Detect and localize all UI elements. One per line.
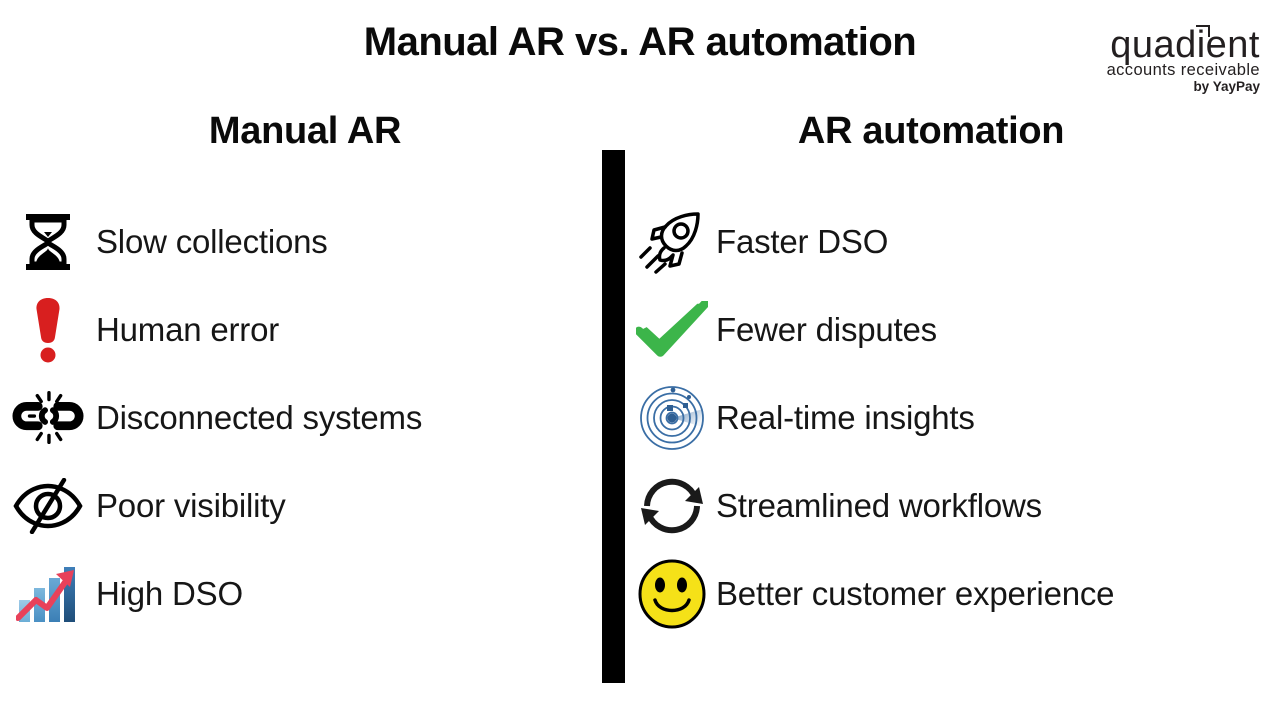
- exclamation-mark-icon: [12, 294, 84, 366]
- broken-chain-icon: [12, 382, 84, 454]
- logo-subtitle: accounts receivable: [1106, 61, 1260, 79]
- list-item-label: Faster DSO: [716, 223, 889, 260]
- list-item: Fewer disputes: [636, 286, 1276, 374]
- list-item-label: Disconnected systems: [96, 399, 423, 436]
- radar-icon: [636, 382, 708, 454]
- list-item: Slow collections: [12, 198, 592, 286]
- list-item: Streamlined workflows: [636, 462, 1276, 550]
- logo-wordmark-text: quadient: [1110, 24, 1260, 66]
- list-item-label: Real-time insights: [716, 399, 975, 436]
- list-item-label: Human error: [96, 311, 280, 348]
- list-item: Disconnected systems: [12, 374, 592, 462]
- list-item-label: Fewer disputes: [716, 311, 937, 348]
- list-item-label: Poor visibility: [96, 487, 286, 524]
- list-item-label: Streamlined workflows: [716, 487, 1042, 524]
- logo-tick-mark-icon: [1196, 25, 1210, 37]
- list-item: Faster DSO: [636, 198, 1276, 286]
- list-item: Real-time insights: [636, 374, 1276, 462]
- list-item: Human error: [12, 286, 592, 374]
- vertical-divider: [602, 150, 625, 683]
- list-item-label: High DSO: [96, 575, 243, 612]
- smiley-face-icon: [636, 558, 708, 630]
- manual-ar-list: Slow collections Human error: [12, 198, 592, 638]
- eye-slash-icon: [12, 470, 84, 542]
- list-item-label: Slow collections: [96, 223, 328, 260]
- column-heading-manual-ar: Manual AR: [208, 110, 402, 152]
- logo-byline: by YayPay: [1193, 78, 1260, 94]
- column-heading-ar-automation: AR automation: [797, 110, 1065, 152]
- quadient-logo: quadient accounts receivable by YayPay: [1050, 24, 1260, 94]
- page-title: Manual AR vs. AR automation: [363, 20, 917, 64]
- ar-automation-list: Faster DSO Fewer disputes: [636, 198, 1276, 638]
- list-item: Poor visibility: [12, 462, 592, 550]
- list-item: Better customer experience: [636, 550, 1276, 638]
- rocket-icon: [636, 206, 708, 278]
- bar-chart-up-icon: [12, 558, 84, 630]
- list-item-label: Better customer experience: [716, 575, 1115, 612]
- green-check-icon: [636, 294, 708, 366]
- hourglass-icon: [12, 206, 84, 278]
- logo-wordmark: quadient: [1110, 24, 1260, 66]
- list-item: High DSO: [12, 550, 592, 638]
- refresh-arrows-icon: [636, 470, 708, 542]
